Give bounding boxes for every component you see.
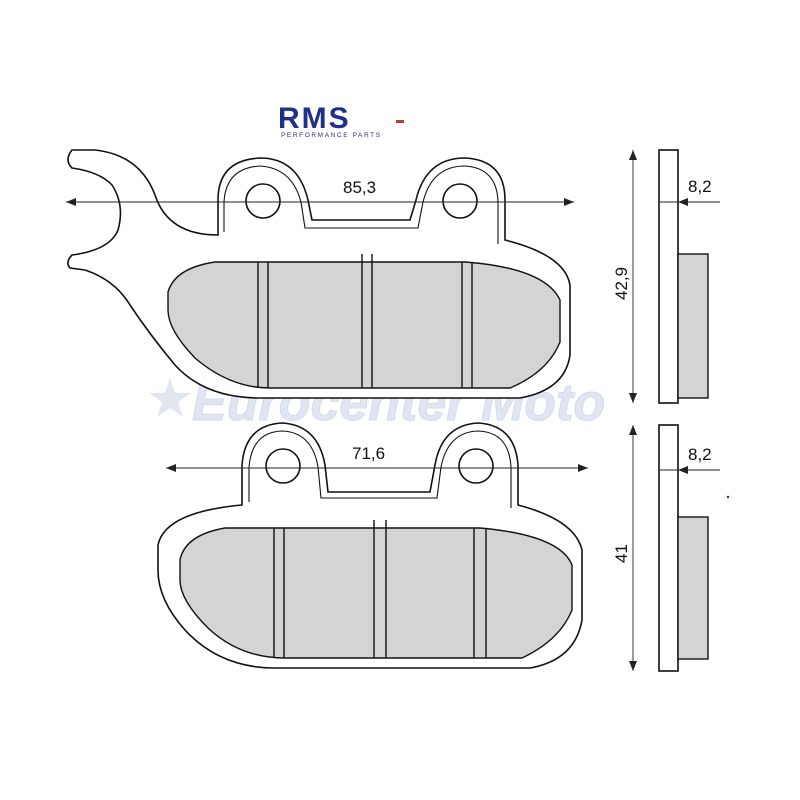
bottom-pad-thickness-label: 8,2 [688,445,712,464]
top-pad-mounting-hole [442,183,478,219]
stray-dot [726,495,730,499]
top-pad-plate-inner-edge [223,165,499,244]
bottom-pad-side-backing-plate [658,424,679,672]
rms-logo: RMS PERFORMANCE PARTS [278,102,404,139]
top-pad-height-label: 42,9 [612,267,631,300]
top-pad-thickness-label: 8,2 [688,177,712,196]
bottom-pad-height-dimension: 41 [612,425,637,671]
bottom-pad-width-label: 71,6 [352,444,385,463]
logo-accent [396,120,404,123]
bottom-pad-side-friction [677,516,709,660]
bottom-pad-plate-inner-edge [248,430,512,508]
top-pad-side-view: 42,9 8,2 [612,149,720,404]
top-pad-thickness-dimension: 8,2 [659,177,720,206]
top-pad-side-backing-plate [658,149,679,404]
top-pad-width-dimension: 85,3 [66,178,574,206]
top-pad-friction-material [167,261,561,389]
bottom-pad-front-view: 71,6 [157,422,588,669]
bottom-pad-width-dimension: 71,6 [166,444,588,472]
bottom-pad-friction-material [179,527,573,659]
bottom-pad-thickness-dimension: 8,2 [659,445,720,474]
top-pad-front-view: 85,3 [66,149,574,399]
bottom-pad-mounting-hole [265,448,301,484]
top-pad-side-friction [677,253,709,399]
logo-brand: RMS [278,102,351,135]
top-pad-width-label: 85,3 [343,178,376,197]
bottom-pad-height-label: 41 [612,544,631,563]
bottom-pad-mounting-hole [458,448,494,484]
bottom-pad-side-view: 41 8,2 [612,424,730,672]
logo-tagline: PERFORMANCE PARTS [281,132,382,139]
top-pad-mounting-hole [245,183,281,219]
top-pad-height-dimension: 42,9 [612,150,637,403]
watermark-star-icon [149,378,191,417]
